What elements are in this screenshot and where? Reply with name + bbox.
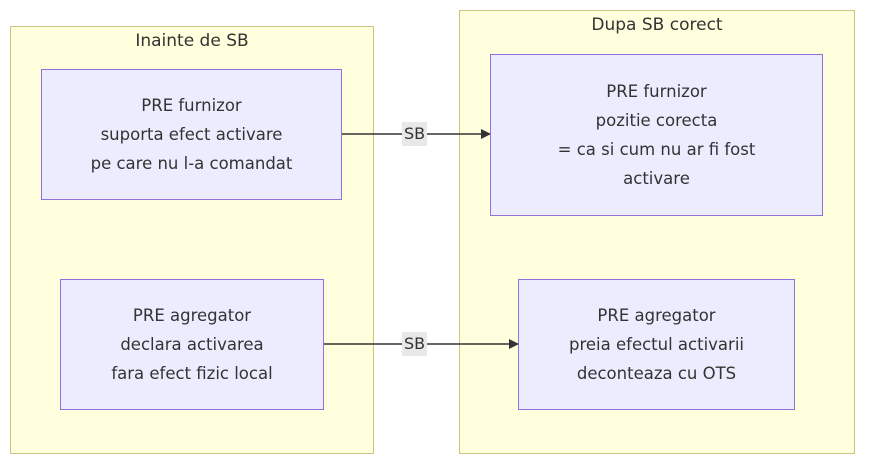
node-pre-furnizor-before: PRE furnizor suporta efect activare pe c… bbox=[41, 69, 342, 200]
node-line: PRE agregator bbox=[132, 306, 252, 325]
node-line: PRE furnizor bbox=[606, 82, 707, 101]
node-line: = ca si cum nu ar fi fost bbox=[557, 140, 756, 159]
node-line: declara activarea bbox=[120, 335, 264, 354]
edge-label-top: SB bbox=[402, 122, 428, 146]
cluster-title-before: Inainte de SB bbox=[135, 31, 249, 51]
node-line: deconteaza cu OTS bbox=[576, 364, 737, 383]
node-line: suporta efect activare bbox=[100, 125, 283, 144]
cluster-title-after: Dupa SB corect bbox=[591, 15, 723, 35]
node-pre-agregator-before: PRE agregator declara activarea fara efe… bbox=[60, 279, 324, 410]
node-line: fara efect fizic local bbox=[111, 364, 273, 383]
node-pre-agregator-after: PRE agregator preia efectul activarii de… bbox=[518, 279, 795, 410]
node-line: pozitie corecta bbox=[595, 111, 718, 130]
node-line: activare bbox=[623, 169, 690, 188]
node-line: preia efectul activarii bbox=[569, 335, 744, 354]
node-pre-furnizor-after: PRE furnizor pozitie corecta = ca si cum… bbox=[490, 54, 823, 216]
node-line: pe care nu l-a comandat bbox=[90, 154, 293, 173]
node-line: PRE agregator bbox=[597, 306, 716, 325]
node-line: PRE furnizor bbox=[141, 96, 242, 115]
edge-label-bottom: SB bbox=[402, 332, 428, 356]
